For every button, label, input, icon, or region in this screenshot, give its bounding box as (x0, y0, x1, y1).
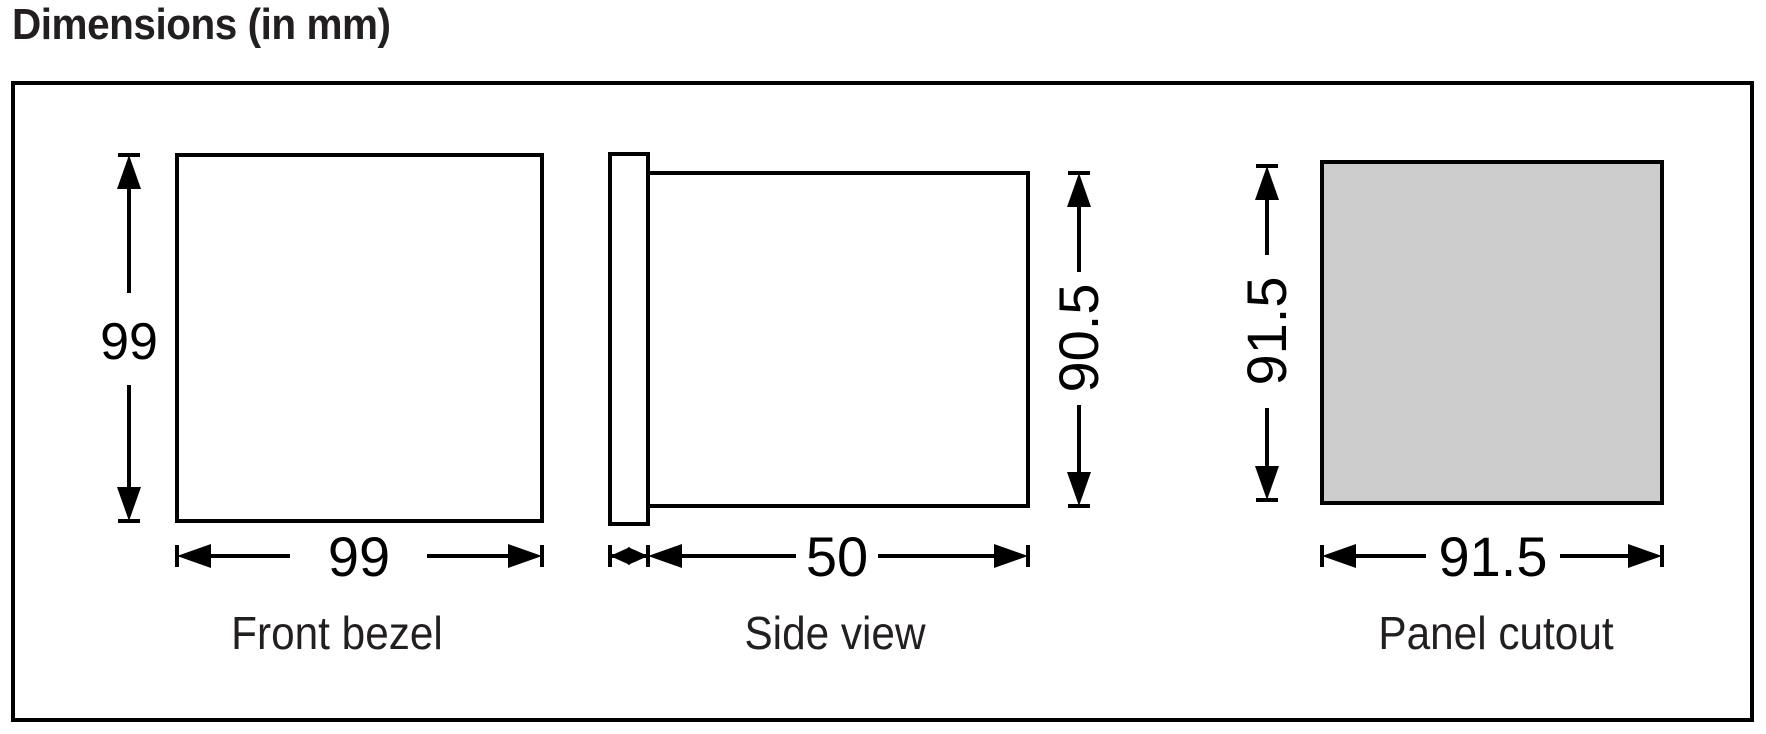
front-bezel-outline (175, 153, 544, 523)
diagram-frame (11, 81, 1754, 722)
panel-cutout-view: 91.5 91.5 Panel cutout (1235, 160, 1664, 659)
front-bezel-view: 99 99 Front bezel (100, 153, 544, 659)
front-width-label: 99 (328, 525, 390, 588)
side-depth-dimension (648, 544, 1030, 568)
side-view-caption: Side view (744, 608, 926, 659)
cutout-height-dimension (1255, 164, 1279, 502)
panel-cutout-caption: Panel cutout (1378, 608, 1613, 659)
front-bezel-caption: Front bezel (231, 608, 443, 659)
front-height-dimension (117, 153, 141, 523)
cutout-width-label: 91.5 (1439, 525, 1548, 588)
front-width-dimension (175, 544, 544, 568)
side-body-outline (646, 171, 1030, 508)
cutout-width-dimension (1320, 544, 1664, 568)
front-height-label: 99 (100, 313, 158, 371)
side-height-dimension (1067, 171, 1091, 508)
side-bezel-outline (608, 152, 650, 526)
side-bezel-thickness-dimension (608, 545, 650, 567)
side-height-label: 90.5 (1047, 284, 1110, 393)
side-view: 50 90.5 Side view (608, 152, 1110, 659)
cutout-height-label: 91.5 (1235, 277, 1298, 386)
page-title: Dimensions (in mm) (12, 0, 391, 49)
panel-cutout-area (1320, 160, 1664, 505)
side-depth-label: 50 (806, 525, 868, 588)
